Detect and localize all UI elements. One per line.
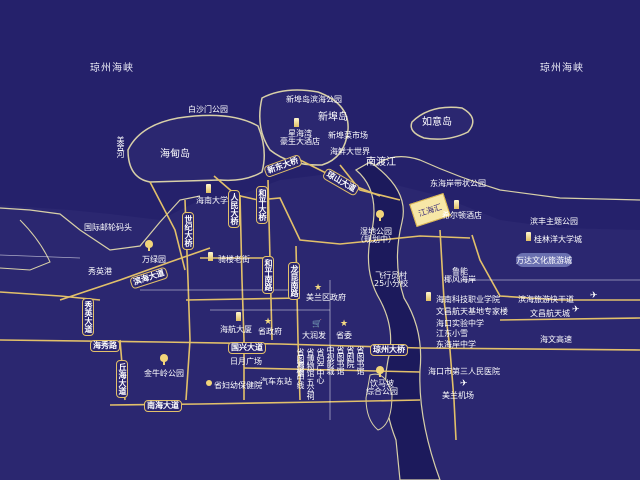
label-hainan-uni: 海南大学 [196, 196, 228, 205]
qilou-icon [208, 252, 213, 261]
label-coast-belt: 东海岸带状公园 [430, 179, 486, 188]
fuyou-dot-icon [206, 380, 212, 386]
label-qilou: 骑楼老街 [218, 255, 250, 264]
label-flight-school: 飞行员村 25小分校 [374, 271, 409, 288]
label-prov-gov: 省政府 [258, 327, 282, 336]
prov-gov-star-icon: ★ [264, 317, 273, 327]
road-century-bridge: 世纪大桥 [182, 212, 194, 250]
label-museum-c: 省妇产中心 [316, 348, 325, 383]
road-haiyu: 海榆中线 [296, 360, 305, 388]
label-wenchang-rail: 文昌航天城 [530, 309, 570, 318]
park-yinma-icon [376, 366, 384, 377]
label-jiangdong: 江东小雪 [436, 329, 468, 338]
label-luneng: 鲁能 椰风海岸 [444, 267, 476, 284]
label-binhai-park: 滨丰主题公园 [530, 217, 578, 226]
label-xinbu-market: 新埠菜市场 [328, 131, 368, 140]
airport-plane-icon: ✈ [460, 379, 468, 389]
haidian-island-label: 海甸岛 [160, 149, 190, 160]
strait-label-left: 琼州海峡 [90, 63, 134, 74]
label-donghai: 东海岸中学 [436, 340, 476, 349]
label-wetland: 湿地公园 （规划中） [356, 227, 396, 244]
label-meilan-airport: 美兰机场 [442, 391, 474, 400]
strait-label-right: 琼州海峡 [540, 63, 584, 74]
plane-icon-1: ✈ [590, 291, 598, 301]
uni-hainan-icon [206, 184, 211, 193]
meilan-gov-star-icon: ★ [314, 283, 323, 293]
label-hospital3: 海口市第三人民医院 [428, 367, 500, 376]
label-bus-station: 汽车东站 [260, 377, 292, 386]
label-jinniu: 金牛岭公园 [144, 369, 184, 378]
label-wanlv: 万绿园 [142, 255, 166, 264]
label-guilin: 桂林洋大学城 [534, 235, 582, 244]
label-daren: 大润发 [302, 331, 326, 340]
label-hk-college: 海南科技职业学院 [436, 295, 500, 304]
label-museum-b: 省博物馆 [306, 348, 315, 376]
road-longkun: 龙昆南路 [288, 262, 300, 300]
label-museum-f: 省剧院 [346, 346, 355, 367]
label-ferry: 国际邮轮码头 [84, 223, 132, 232]
road-renmin-bridge: 人民大桥 [228, 190, 240, 228]
label-meishe: 美舍河 [116, 136, 125, 157]
label-yinma: 饮马坡 综合公园 [366, 379, 398, 396]
sheng-wei-star-icon: ★ [340, 319, 349, 329]
label-xinbu-park: 新埠岛滨海公园 [286, 95, 342, 104]
park-wetland-icon [376, 210, 384, 221]
hotel-xingmaihai-icon [294, 118, 299, 127]
haihang-icon [236, 312, 241, 321]
xinbu-island-label: 新埠岛 [318, 112, 348, 123]
road-nanhai: 南海大道 [144, 400, 182, 412]
road-xiuying: 秀英大道 [82, 298, 94, 336]
park-wanlv-icon [145, 240, 153, 251]
wanda-badge: 万达文化旅游城 [516, 253, 572, 267]
road-hexin-bridge: 和平大桥 [256, 186, 268, 224]
ruyi-island-label: 如意岛 [422, 117, 452, 128]
label-fuyou: 省妇幼保健院 [214, 381, 262, 390]
daren-cart-icon: 🛒 [312, 319, 322, 328]
label-meilan-gov: 美兰区政府 [306, 293, 346, 302]
label-sheng-wei: 省委 [336, 331, 352, 340]
label-wenchang-base: 文昌航天基地专家楼 [436, 307, 508, 316]
label-east-rail: 海文高速 [540, 335, 572, 344]
road-heping-south: 和平南路 [262, 256, 274, 294]
label-riyue: 日月广场 [230, 357, 262, 366]
label-museum-e: 省图书馆 [336, 346, 345, 374]
label-museum-d: 中视影城 [326, 346, 335, 374]
label-five-park: 五公祠 [306, 378, 315, 399]
label-hilton: 希尔顿酒店 [442, 211, 482, 220]
park-jinniu-icon [160, 354, 168, 365]
road-guoxing: 国兴大道 [228, 342, 266, 354]
guilin-icon [526, 232, 531, 241]
label-haihang: 海航大厦 [220, 325, 252, 334]
label-museum-g: 省图书馆 [356, 346, 365, 374]
road-qiongzhou-bridge: 琼州大桥 [370, 344, 408, 356]
hilton-icon [454, 200, 459, 209]
road-qiuyuan: 丘海大道 [116, 360, 128, 398]
label-xingmaihai: 星海湾 豪生大酒店 [280, 129, 320, 146]
label-xiuying-port: 秀英港 [88, 267, 112, 276]
label-baishamen: 白沙门公园 [188, 105, 228, 114]
plane-icon-2: ✈ [572, 305, 580, 315]
road-haixiu: 海秀路 [90, 340, 120, 352]
college-icon [426, 292, 431, 301]
river-nandu-label: 南渡江 [366, 157, 396, 168]
label-haikou-exp: 海口实验中学 [436, 319, 484, 328]
label-binhai-tour: 滨海旅游快干道 [518, 295, 574, 304]
label-haixian: 海鲜大世界 [330, 147, 370, 156]
label-museum-a: 省图书馆 [296, 348, 305, 376]
